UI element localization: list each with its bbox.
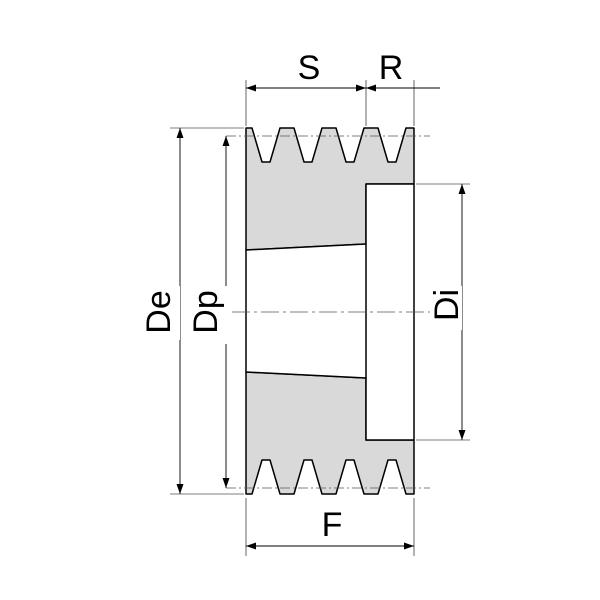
label-f: F: [322, 506, 343, 544]
label-s: S: [298, 49, 321, 87]
pulley-section: [245, 127, 415, 495]
label-di: Di: [428, 289, 466, 321]
de-label-bg: [146, 286, 180, 340]
lower-section: [245, 371, 415, 495]
label-r: R: [379, 49, 404, 87]
di-label-bg: [432, 286, 462, 330]
label-dp: Dp: [187, 290, 225, 333]
pitch-lines: [226, 135, 430, 489]
dp-label-bg: [194, 286, 228, 344]
extension-lines: [170, 80, 470, 556]
label-de: De: [140, 290, 178, 333]
